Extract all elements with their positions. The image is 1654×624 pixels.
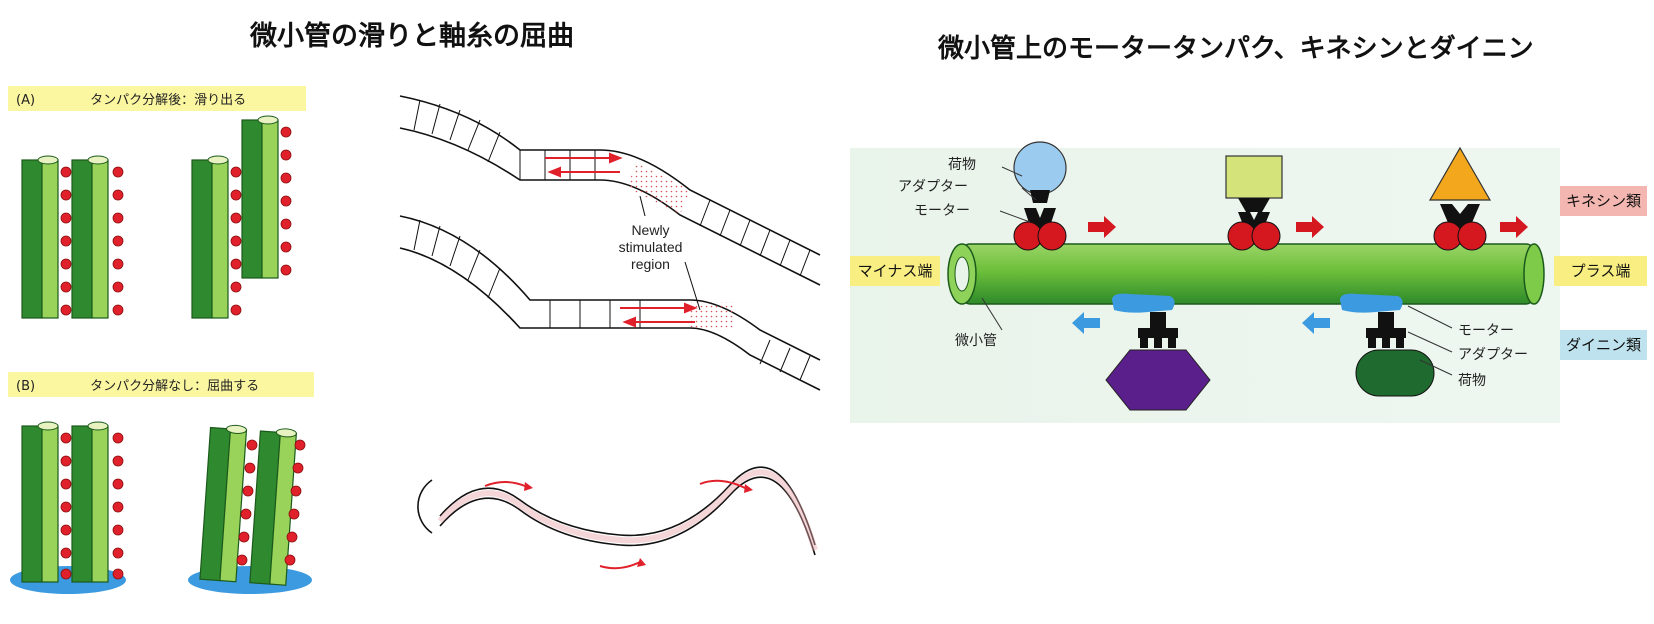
axoneme-ladder-top	[399, 95, 821, 286]
top-motor-label: モーター	[914, 203, 970, 219]
cargo-hexagon-purple	[1105, 349, 1211, 411]
plus-end-tag: プラス端	[1554, 256, 1647, 286]
bottom-motor-label: モーター	[1458, 323, 1514, 339]
dynein-1	[1105, 293, 1211, 411]
kinesin-1	[1013, 141, 1067, 251]
bottom-adapter-label: アダプター	[1458, 347, 1528, 363]
panel-a-tag: (A)	[16, 93, 36, 108]
panel-a-text: タンパク分解後：滑り出る	[90, 93, 247, 108]
ladder-arrows	[545, 152, 698, 328]
cargo-square-lime	[1225, 155, 1283, 199]
dynein-class-tag: ダイニン類	[1560, 330, 1647, 360]
panel-a-illustration	[21, 115, 292, 319]
cargo-triangle-orange	[1428, 146, 1492, 201]
doublet-pair-a1	[21, 155, 109, 319]
newly-line-2: stimulated	[618, 239, 683, 255]
top-cargo-label: 荷物	[948, 157, 976, 173]
region-pointers	[639, 195, 701, 311]
newly-line-1: Newly	[631, 222, 670, 238]
dynein-links-a	[60, 126, 292, 316]
kinesin-class-tag: キネシン類	[1560, 186, 1647, 216]
kinesin-3	[1428, 146, 1492, 251]
kinesin-direction-arrows	[1088, 216, 1528, 238]
dynein-2	[1340, 293, 1435, 397]
panel-b-label: (B) タンパク分解なし：屈曲する	[8, 372, 314, 397]
panel-b-tag: (B)	[16, 379, 36, 394]
panel-b-text: タンパク分解なし：屈曲する	[90, 379, 260, 394]
dynein-links-b	[60, 432, 306, 580]
motor-label-pointers	[981, 166, 1453, 376]
left-title: 微小管の滑りと軸糸の屈曲	[250, 21, 574, 52]
bottom-cargo-label: 荷物	[1458, 373, 1486, 389]
flagellar-wave	[417, 466, 818, 570]
kinesin-2	[1225, 155, 1283, 251]
doublet-pair-a2	[191, 115, 279, 319]
dynein-direction-arrows	[1072, 312, 1330, 334]
newly-stimulated-label: Newly stimulated region	[598, 222, 703, 273]
doublet-pair-b2	[199, 424, 297, 586]
panel-a-label: (A) タンパク分解後：滑り出る	[8, 86, 306, 111]
right-title: 微小管上のモータータンパク、キネシンとダイニン	[938, 34, 1534, 64]
top-adapter-label: アダプター	[898, 179, 968, 195]
axoneme-ladder-bottom	[399, 215, 821, 391]
panel-b-illustration	[10, 421, 312, 594]
cargo-round-blue	[1013, 141, 1067, 195]
newly-line-3: region	[631, 256, 670, 272]
minus-end-tag: マイナス端	[850, 256, 940, 286]
cargo-blob-green	[1355, 349, 1435, 397]
microtubule-label: 微小管	[955, 333, 997, 349]
doublet-pair-b1	[21, 421, 109, 583]
microtubule	[947, 243, 1545, 305]
